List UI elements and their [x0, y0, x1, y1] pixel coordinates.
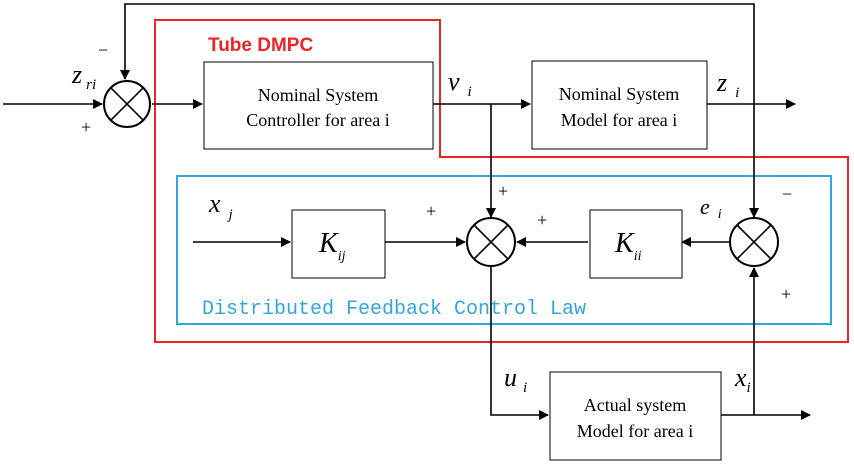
nominal-system-controller-block: Nominal System Controller for area i — [203, 61, 434, 150]
gain-k-ii-block: Kii — [589, 209, 683, 279]
svg-text:Kii: Kii — [614, 228, 642, 264]
gain-k-ij-block: Kij — [291, 209, 386, 279]
tube-dmpc-label: Tube DMPC — [208, 35, 313, 56]
sign-sum2-right: + — [537, 210, 547, 230]
summing-junction-error — [729, 217, 779, 267]
k-ij-subscript: ij — [338, 249, 346, 264]
sign-sum3-top: − — [782, 184, 792, 204]
sign-sum2-left: + — [426, 201, 436, 221]
nominal-model-line2: Model for area i — [561, 110, 677, 130]
tube-dmpc-region — [154, 19, 849, 343]
nominal-controller-line2: Controller for area i — [246, 110, 389, 130]
sign-sum1-top: − — [98, 40, 108, 60]
feedback-law-label: Distributed Feedback Control Law — [202, 298, 586, 321]
nominal-model-line1: Nominal System — [559, 84, 680, 104]
summing-junction-reference — [103, 80, 151, 128]
actual-model-line1: Actual system — [584, 395, 686, 415]
distributed-feedback-region — [176, 175, 832, 325]
nominal-system-model-block: Nominal System Model for area i — [531, 60, 708, 150]
svg-text:Kij: Kij — [318, 228, 346, 264]
k-ii-subscript: ii — [634, 249, 642, 264]
k-ii-symbol: K — [614, 228, 635, 259]
actual-model-line2: Model for area i — [577, 421, 693, 441]
signal-x-i: xi — [734, 363, 751, 396]
nominal-controller-line1: Nominal System — [258, 85, 379, 105]
k-ij-symbol: K — [318, 228, 339, 259]
sign-sum1-left: + — [81, 117, 91, 137]
signal-wires — [3, 3, 811, 420]
sign-sum2-top: + — [498, 181, 508, 201]
actual-system-model-block: Actual system Model for area i — [549, 371, 722, 461]
summing-junction-control — [466, 217, 516, 267]
sign-sum3-bottom: + — [781, 284, 791, 304]
